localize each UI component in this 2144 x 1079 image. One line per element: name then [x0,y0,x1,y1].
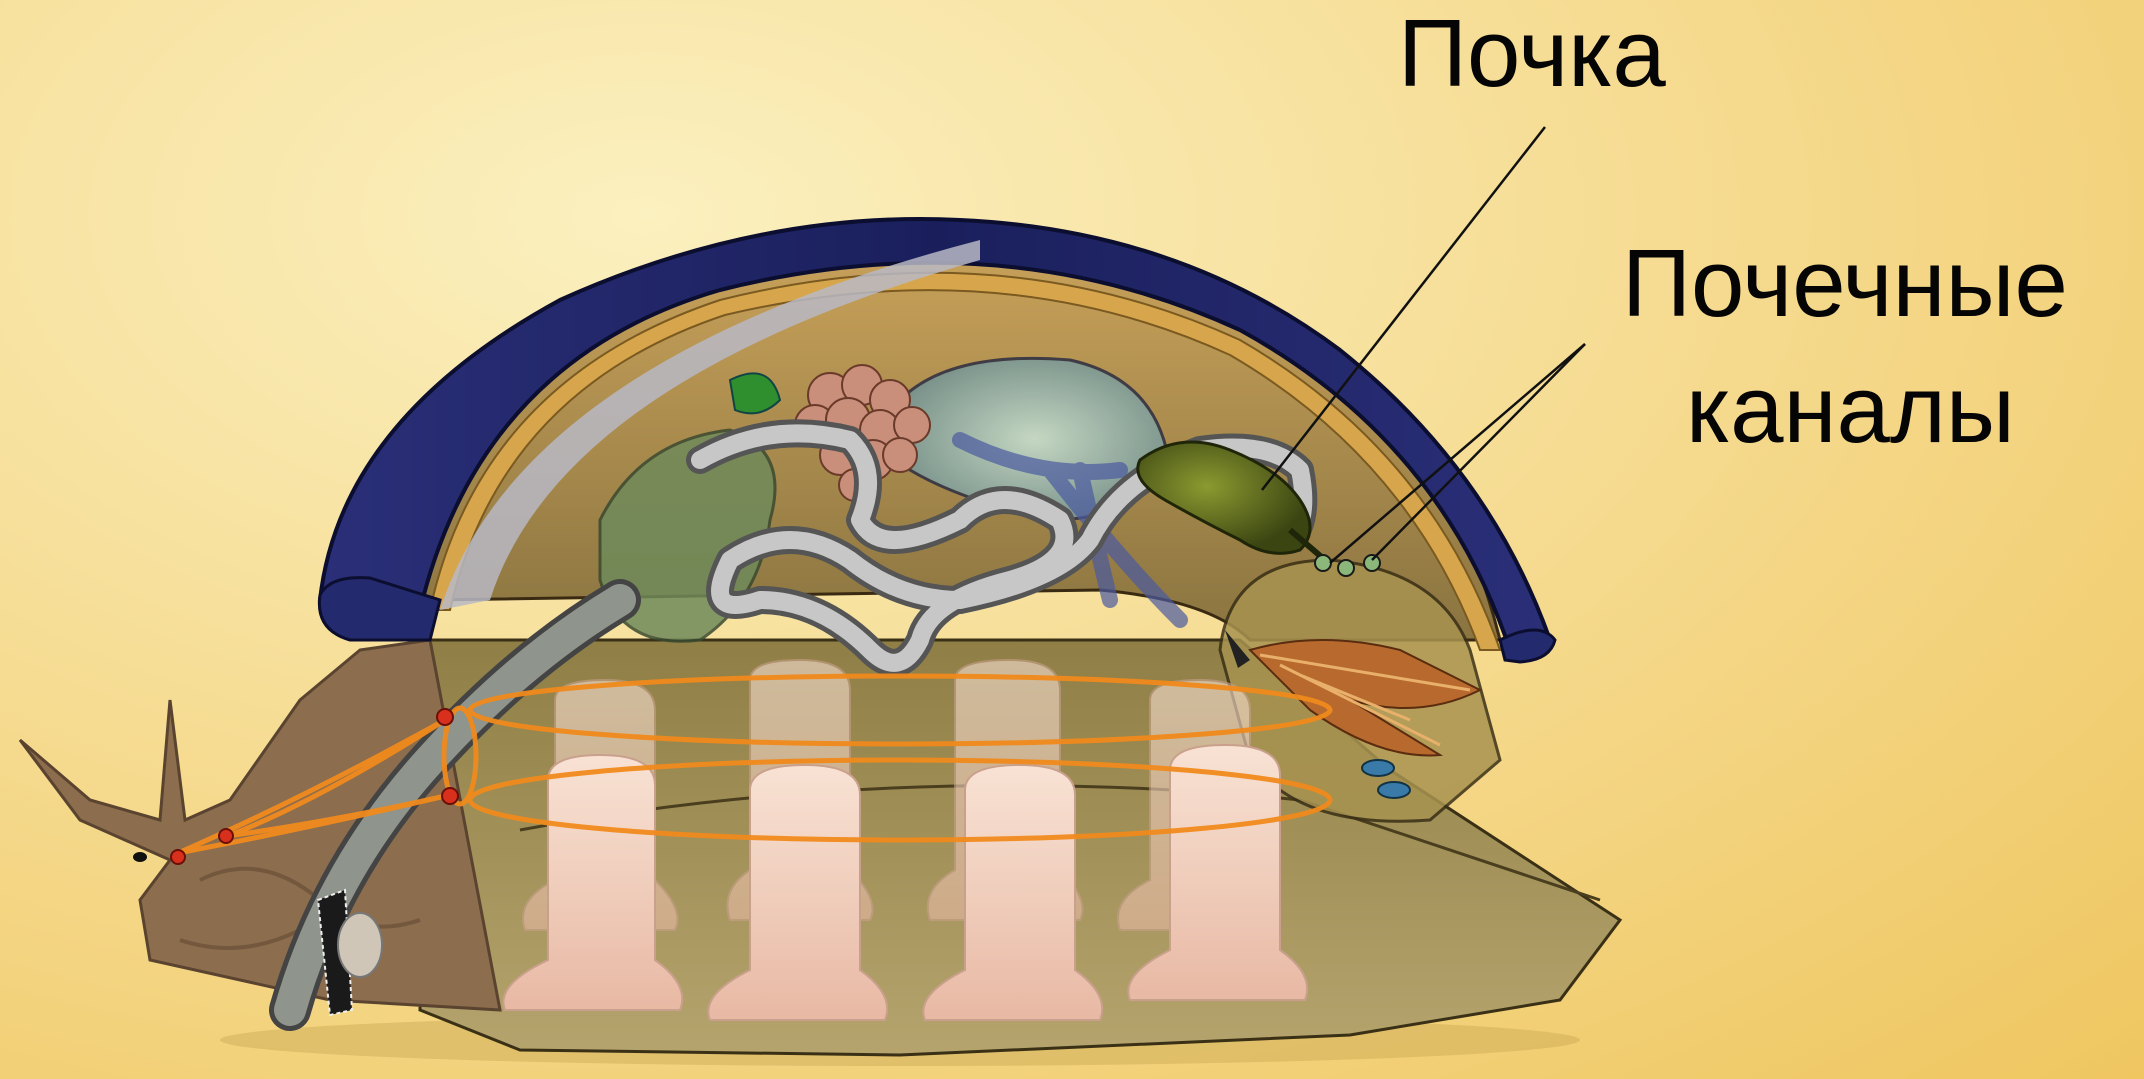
ganglion [171,850,185,864]
ganglion [437,709,453,725]
renal-canals-label-line2: каналы [1686,362,2015,458]
kidney-label: Почка [1398,6,1666,102]
eye [133,852,147,862]
ganglion [442,788,458,804]
anal-papilla [1378,782,1410,798]
renal-canal-opening [1364,555,1380,571]
renal-canal-opening [1338,560,1354,576]
renal-canals-label-line1: Почечные [1622,236,2068,332]
anal-papilla [1362,760,1394,776]
buccal-mass [338,913,382,977]
shell-rim-right [1500,630,1555,662]
ganglion [219,829,233,843]
renal-canal-opening [1315,555,1331,571]
